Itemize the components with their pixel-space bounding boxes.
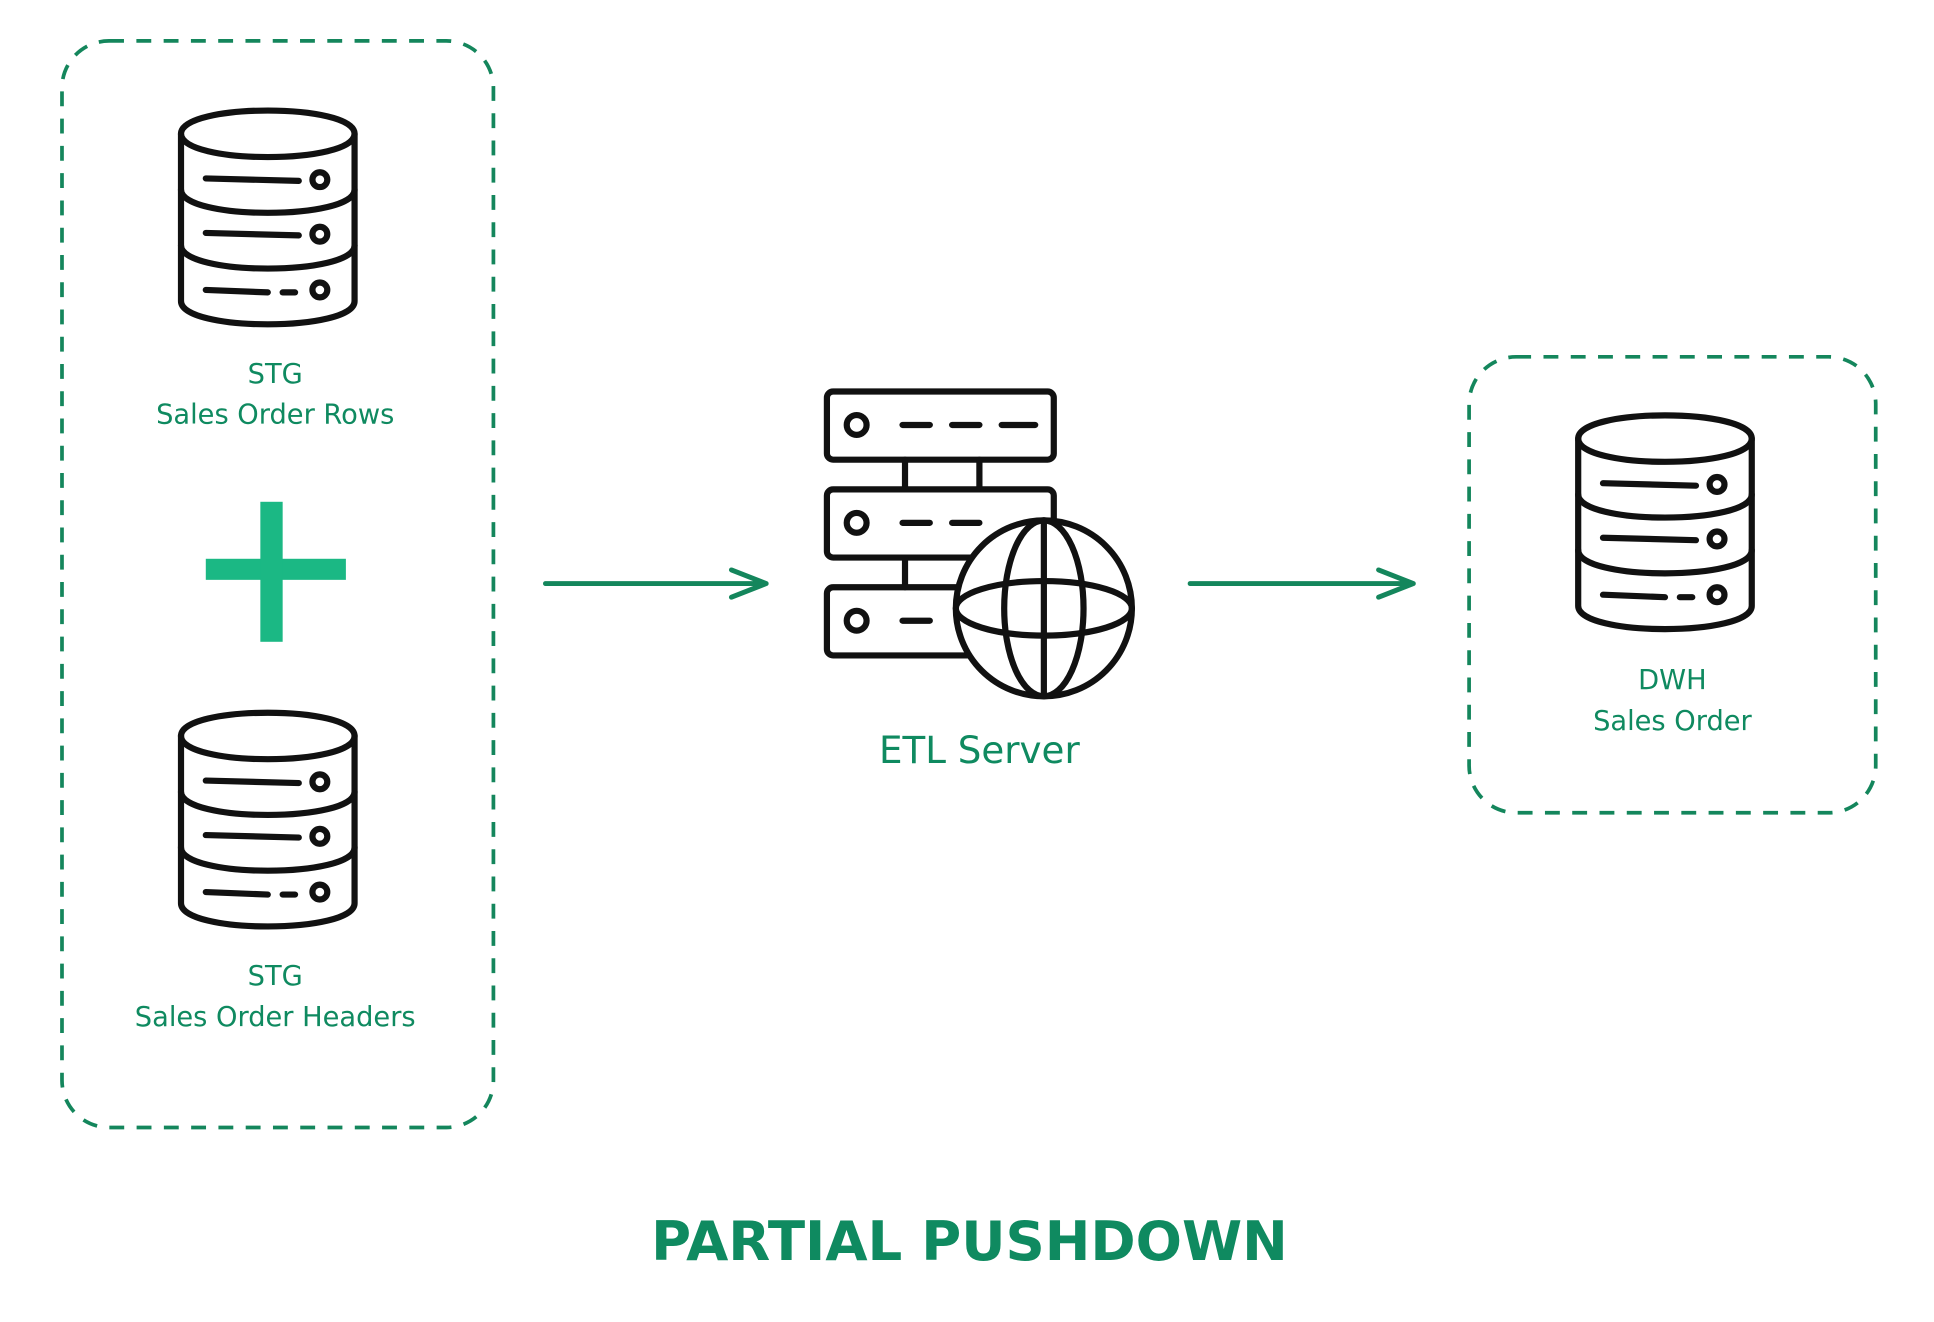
- stg-headers-label-2: Sales Order Headers: [135, 1002, 416, 1033]
- server-globe-icon: [823, 388, 1135, 700]
- stg-headers-label-1: STG: [248, 961, 303, 992]
- source-group-box: [60, 39, 496, 1130]
- diagram-title: PARTIAL PUSHDOWN: [651, 1209, 1288, 1273]
- database-icon: [181, 111, 355, 325]
- stg-rows-label-2: Sales Order Rows: [156, 400, 394, 431]
- dwh-label-2: Sales Order: [1593, 706, 1752, 737]
- database-icon: [1578, 415, 1752, 629]
- arrow-right-icon: [1187, 567, 1416, 600]
- database-icon: [181, 713, 355, 927]
- plus-icon: [205, 501, 346, 642]
- stg-rows-label-1: STG: [248, 359, 303, 390]
- target-group-box: [1467, 354, 1878, 815]
- arrow-right-icon: [543, 567, 769, 600]
- dwh-label-1: DWH: [1638, 665, 1706, 696]
- etl-server-label: ETL Server: [879, 728, 1080, 772]
